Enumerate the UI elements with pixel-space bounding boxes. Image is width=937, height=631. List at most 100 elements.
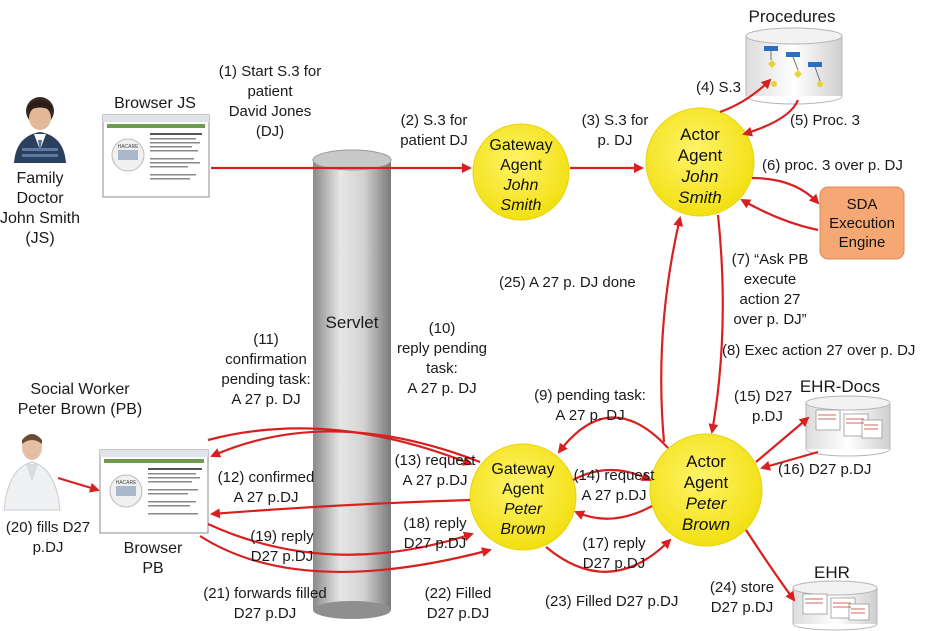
svg-text:A 27 p.DJ: A 27 p.DJ [402, 472, 467, 489]
svg-text:Smith: Smith [678, 188, 721, 207]
svg-text:over p. DJ”: over p. DJ” [733, 311, 806, 328]
step-22-label: (22) Filled D27 p.DJ [425, 585, 492, 622]
svg-text:confirmation: confirmation [225, 351, 307, 368]
browser-pb-window: HACARE [100, 450, 208, 533]
gateway-agent-john-smith: Gateway Agent John Smith [473, 124, 569, 220]
svg-text:(9) pending task:: (9) pending task: [534, 387, 646, 404]
svg-text:Peter: Peter [504, 501, 543, 518]
svg-text:(15) D27: (15) D27 [734, 388, 792, 405]
step-10-label: (10) reply pending task: A 27 p. DJ [397, 320, 487, 397]
svg-text:(24) store: (24) store [710, 579, 774, 596]
edge-17 [576, 506, 652, 519]
browser-pb-badge: HACARE [116, 480, 138, 486]
svg-text:Actor: Actor [680, 125, 720, 144]
servlet-label: Servlet [326, 313, 379, 332]
svg-text:patient: patient [247, 83, 293, 100]
step-6-label: (6) proc. 3 over p. DJ [762, 157, 903, 174]
svg-text:D27 p.DJ: D27 p.DJ [583, 555, 646, 572]
svg-text:Smith: Smith [501, 197, 542, 214]
gateway-agent-peter-brown: Gateway Agent Peter Brown [470, 444, 576, 550]
svg-text:John: John [681, 167, 719, 186]
ehr-db-label: EHR [814, 563, 850, 582]
svg-text:Gateway: Gateway [491, 461, 554, 478]
step-25-label: (25) A 27 p. DJ done [499, 274, 636, 291]
svg-text:reply pending: reply pending [397, 340, 487, 357]
social-worker-avatar [4, 434, 60, 510]
step-23-label: (23) Filled D27 p.DJ [545, 593, 678, 610]
step-16-label: (16) D27 p.DJ [778, 461, 871, 478]
svg-text:(7) “Ask PB: (7) “Ask PB [732, 251, 809, 268]
browser-pb-title-2: PB [142, 560, 163, 577]
step-1-label: (1) Start S.3 for patient David Jones (D… [219, 63, 322, 140]
svg-text:(10): (10) [429, 320, 456, 337]
ehr-database [793, 581, 877, 630]
sda-execution-engine: SDA Execution Engine [820, 187, 904, 259]
step-15-label: (15) D27 p.DJ [734, 388, 792, 425]
svg-text:(19) reply: (19) reply [250, 528, 314, 545]
svg-text:execute: execute [744, 271, 797, 288]
actor-agent-john-smith: Actor Agent John Smith [646, 108, 754, 216]
step-17-label: (17) reply D27 p.DJ [582, 535, 646, 572]
svg-text:Agent: Agent [684, 473, 729, 492]
svg-text:(14) request: (14) request [574, 467, 656, 484]
step-18-label: (18) reply D27 p.DJ [403, 515, 467, 552]
svg-text:A 27 p.DJ: A 27 p.DJ [581, 487, 646, 504]
svg-text:action 27: action 27 [740, 291, 801, 308]
step-19-label: (19) reply D27 p.DJ [250, 528, 314, 565]
edge-20 [58, 478, 98, 490]
svg-text:Actor: Actor [686, 452, 726, 471]
step-21-label: (21) forwards filled D27 p.DJ [203, 585, 326, 622]
doctor-label-4: (JS) [25, 230, 54, 247]
procedures-database [746, 28, 842, 104]
procedures-db-label: Procedures [749, 7, 836, 26]
svg-text:Agent: Agent [500, 157, 542, 174]
social-worker-label-1: Social Worker [30, 381, 130, 398]
doctor-label-3: John Smith [0, 210, 80, 227]
edge-7 [742, 200, 818, 230]
svg-text:A 27 p. DJ: A 27 p. DJ [407, 380, 476, 397]
svg-text:p.DJ: p.DJ [33, 539, 64, 556]
doctor-label-1: Family [16, 170, 63, 187]
svg-text:D27 p.DJ: D27 p.DJ [234, 605, 297, 622]
svg-text:A 27 p. DJ: A 27 p. DJ [555, 407, 624, 424]
svg-text:(20) fills D27: (20) fills D27 [6, 519, 90, 536]
step-9-label: (9) pending task: A 27 p. DJ [534, 387, 646, 424]
svg-text:D27 p.DJ: D27 p.DJ [404, 535, 467, 552]
svg-text:pending task:: pending task: [221, 371, 310, 388]
ehr-docs-database [806, 396, 890, 456]
actor-agent-peter-brown: Actor Agent Peter Brown [650, 434, 762, 546]
svg-text:D27 p.DJ: D27 p.DJ [711, 599, 774, 616]
svg-text:Peter: Peter [686, 494, 728, 513]
svg-text:p.DJ: p.DJ [752, 408, 783, 425]
step-2-label: (2) S.3 for patient DJ [400, 112, 468, 149]
ehr-docs-db-label: EHR-Docs [800, 377, 880, 396]
step-20-label: (20) fills D27 p.DJ [6, 519, 90, 556]
step-5-label: (5) Proc. 3 [790, 112, 860, 129]
svg-text:p. DJ: p. DJ [597, 132, 632, 149]
step-7-label: (7) “Ask PB execute action 27 over p. DJ… [732, 251, 809, 328]
edge-8 [712, 215, 723, 432]
svg-text:(3) S.3 for: (3) S.3 for [582, 112, 649, 129]
svg-text:(11): (11) [253, 331, 279, 348]
svg-text:Execution: Execution [829, 215, 895, 232]
step-12-label: (12) confirmed A 27 p.DJ [218, 469, 315, 506]
svg-text:Agent: Agent [502, 481, 544, 498]
svg-text:(18) reply: (18) reply [403, 515, 467, 532]
svg-text:(12) confirmed: (12) confirmed [218, 469, 315, 486]
svg-text:(DJ): (DJ) [256, 123, 284, 140]
browser-js-badge: HACARE [118, 144, 140, 150]
svg-text:David Jones: David Jones [229, 103, 312, 120]
svg-text:Brown: Brown [682, 515, 730, 534]
svg-text:(1) Start S.3 for: (1) Start S.3 for [219, 63, 322, 80]
step-4-label: (4) S.3 [696, 79, 741, 96]
svg-text:(21) forwards filled: (21) forwards filled [203, 585, 326, 602]
svg-text:(2) S.3 for: (2) S.3 for [401, 112, 468, 129]
step-24-label: (24) store D27 p.DJ [710, 579, 774, 616]
svg-text:(22) Filled: (22) Filled [425, 585, 492, 602]
svg-text:SDA: SDA [847, 196, 878, 213]
svg-text:D27 p.DJ: D27 p.DJ [251, 548, 314, 565]
step-3-label: (3) S.3 for p. DJ [582, 112, 649, 149]
svg-text:John: John [503, 177, 539, 194]
browser-js-window: HACARE [103, 115, 209, 197]
